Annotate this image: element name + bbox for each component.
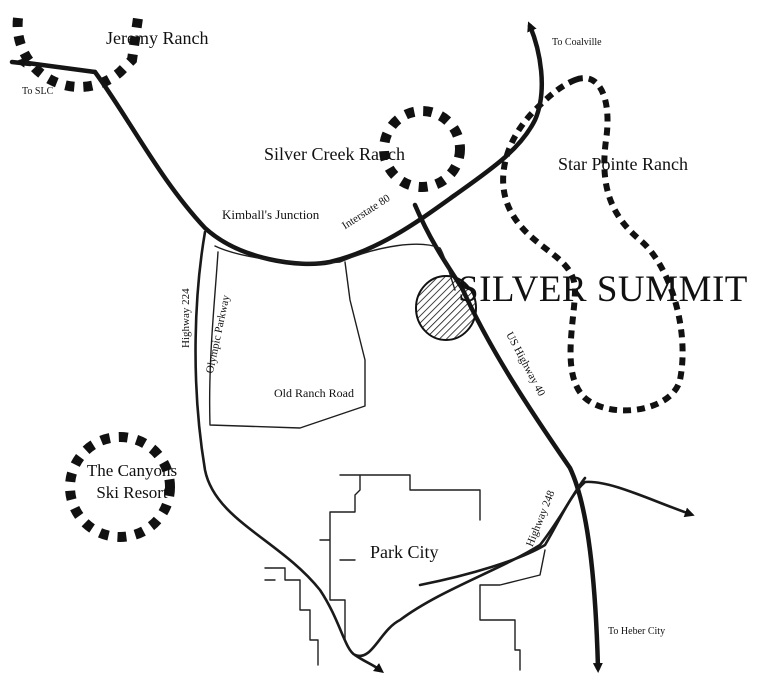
silver-creek-ranch-ring (379, 106, 465, 192)
olympic-parkway-inner (208, 251, 366, 429)
to-slc-arrow (15, 57, 98, 75)
star-pointe-ranch-label: Star Pointe Ranch (558, 154, 688, 174)
highway-224-south-arrow (353, 653, 385, 673)
park-city-label: Park City (370, 542, 439, 562)
old-ranch-road-label: Old Ranch Road (274, 386, 354, 400)
canyons-label-line1: The Canyons (86, 461, 178, 480)
highway-224-label: Highway 224 (180, 288, 192, 348)
canyons-label-line2: Ski Resort (96, 483, 168, 502)
silver-summit-label: SILVER SUMMIT (458, 269, 748, 310)
star-pointe-boundary (500, 75, 686, 414)
jeremy-ranch-ring (12, 17, 143, 92)
canyons-label: The Canyons Ski Resort (72, 460, 192, 504)
silver-summit-area (415, 275, 477, 341)
park-city-streets (264, 474, 546, 671)
silver-creek-ranch-label: Silver Creek Ranch (264, 144, 405, 164)
highway-224-road (194, 230, 587, 658)
olympic-parkway-road (214, 243, 456, 291)
canyons-ring (65, 432, 175, 542)
jeremy-ranch-label: Jeremy Ranch (106, 28, 209, 48)
to-coalville-label: To Coalville (552, 37, 602, 48)
kimballs-junction-label: Kimball's Junction (222, 207, 320, 222)
to-heber-city-label: To Heber City (608, 626, 666, 637)
highway-248-road (418, 480, 695, 587)
to-slc-label: To SLC (22, 86, 54, 97)
